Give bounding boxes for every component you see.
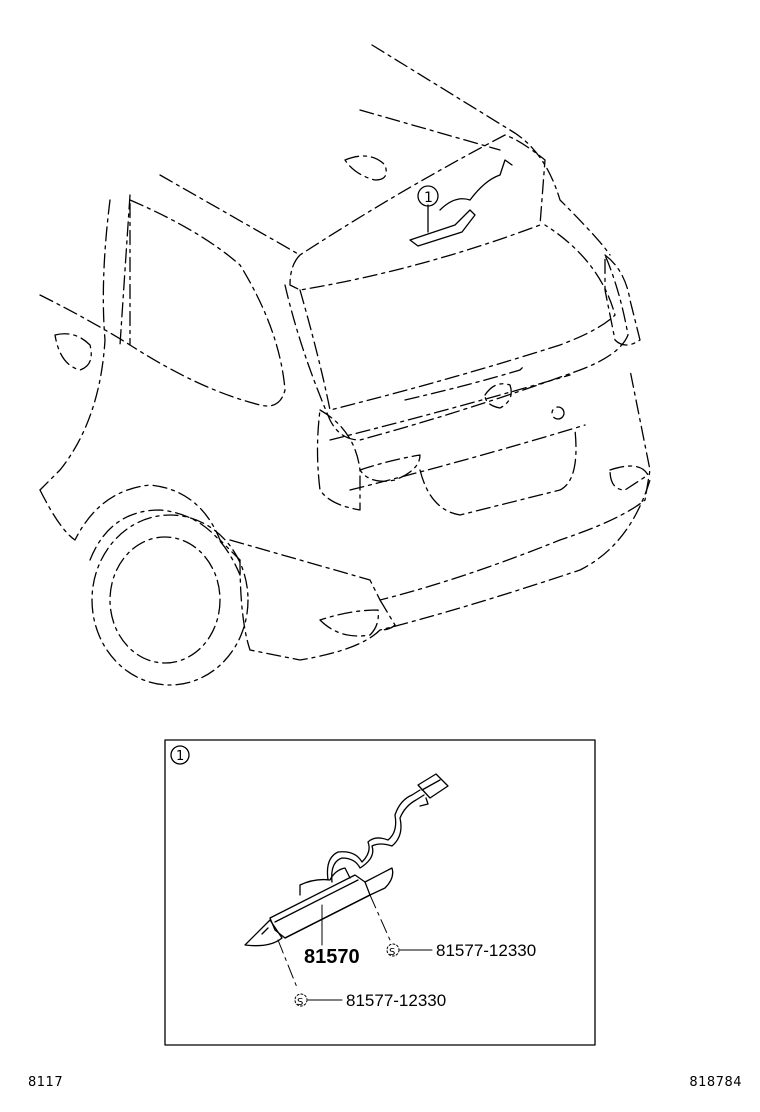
screw-lower: S	[277, 939, 343, 1008]
stop-lamp-assembly	[244, 773, 449, 947]
detail-callout-marker: 1	[176, 749, 184, 764]
detail-box: 1	[164, 739, 596, 1046]
svg-text:1: 1	[424, 190, 433, 206]
part-number-screw-lower: 81577-12330	[346, 991, 446, 1010]
part-number-main: 81570	[304, 946, 360, 968]
svg-text:S: S	[389, 947, 395, 958]
callout-circle-vehicle: 1	[417, 185, 439, 207]
part-number-screw-right: 81577-12330	[436, 941, 536, 960]
stop-lamp-location	[409, 159, 513, 247]
vehicle-outline	[39, 44, 651, 686]
screw-right: S	[369, 894, 433, 958]
svg-text:S: S	[297, 997, 303, 1008]
footer-right-code: 818784	[689, 1075, 742, 1090]
footer-left-code: 8117	[28, 1075, 64, 1090]
